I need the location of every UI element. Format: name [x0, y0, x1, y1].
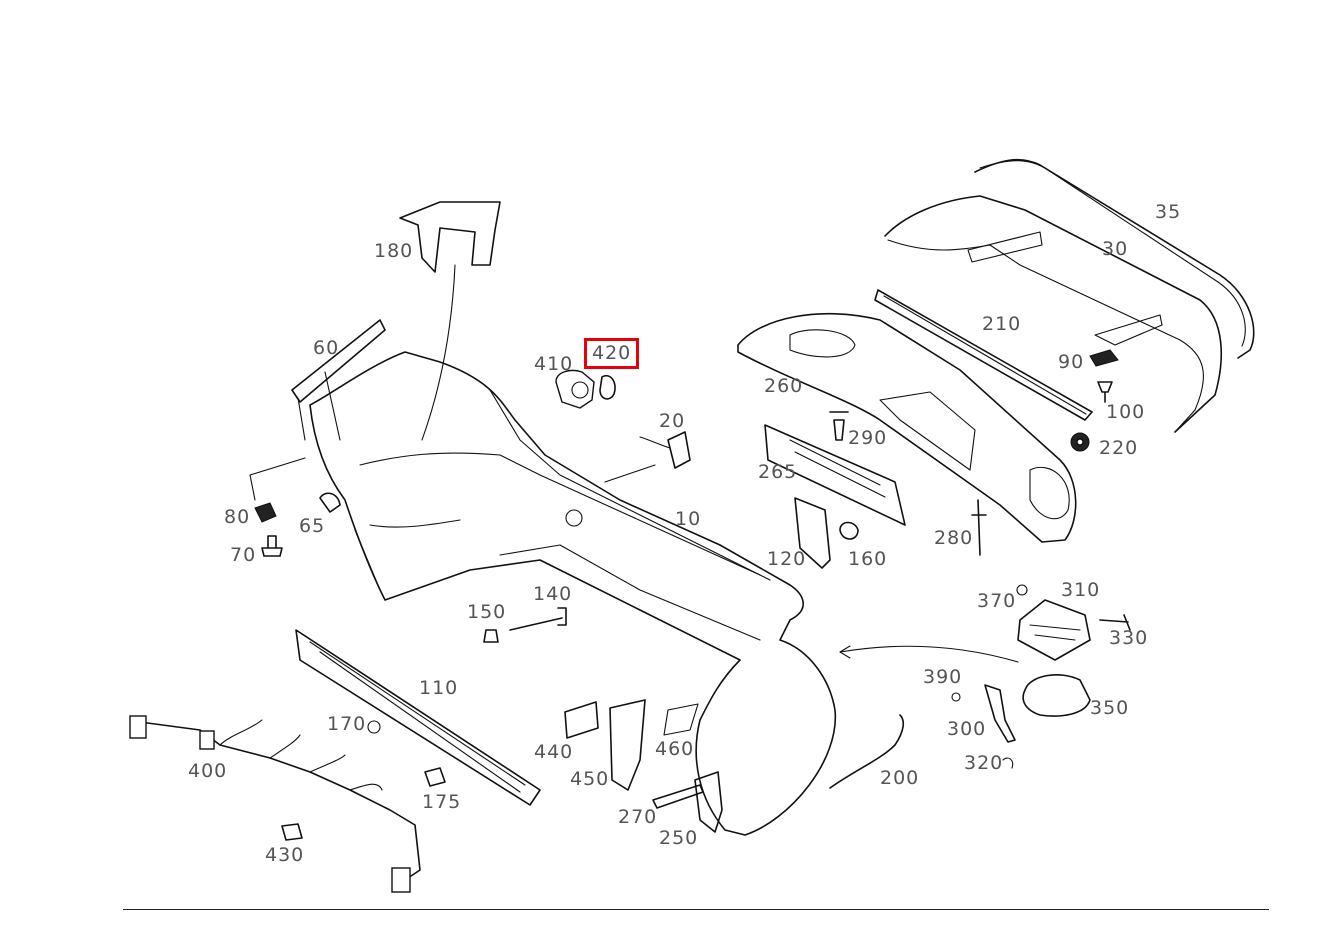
callout-440[interactable]: 440 [534, 741, 574, 763]
callout-20[interactable]: 20 [659, 410, 686, 432]
part-270-strip[interactable] [652, 784, 704, 809]
part-460-clip[interactable] [663, 703, 699, 736]
part-290-clip[interactable] [829, 411, 849, 441]
callout-400[interactable]: 400 [188, 760, 228, 782]
part-170-clip[interactable] [367, 720, 381, 734]
part-110-absorber[interactable] [295, 629, 541, 806]
part-260-diffuser[interactable] [737, 312, 1077, 543]
part-390-clip[interactable] [951, 692, 961, 702]
part-180-bracket[interactable] [399, 201, 501, 441]
callout-220[interactable]: 220 [1099, 437, 1139, 459]
callout-460[interactable]: 460 [655, 738, 695, 760]
callout-270[interactable]: 270 [618, 806, 658, 828]
callout-70[interactable]: 70 [230, 544, 257, 566]
callout-430[interactable]: 430 [265, 844, 305, 866]
part-70-screw[interactable] [261, 535, 283, 557]
callout-260[interactable]: 260 [764, 375, 804, 397]
part-410-sensor[interactable] [555, 369, 595, 409]
part-300-bracket[interactable] [984, 684, 1016, 743]
bottom-divider [123, 909, 1269, 910]
part-450-bracket[interactable] [609, 699, 646, 791]
part-350-cover[interactable] [1022, 674, 1091, 717]
callout-60[interactable]: 60 [313, 337, 340, 359]
callout-410[interactable]: 410 [534, 353, 574, 375]
part-175-clip[interactable] [424, 767, 446, 787]
callout-120[interactable]: 120 [767, 548, 807, 570]
callout-80[interactable]: 80 [224, 506, 251, 528]
callout-35[interactable]: 35 [1155, 201, 1182, 223]
part-210-diffuser-bar[interactable] [874, 289, 1093, 421]
callout-420[interactable]: 420 [583, 338, 640, 369]
callout-300[interactable]: 300 [947, 718, 987, 740]
callout-10[interactable]: 10 [675, 508, 702, 530]
callout-180[interactable]: 180 [374, 240, 414, 262]
part-370-clip[interactable] [1016, 584, 1028, 596]
part-100-screw[interactable] [1097, 381, 1113, 403]
part-250-bracket[interactable] [694, 771, 723, 833]
callout-175[interactable]: 175 [422, 791, 462, 813]
part-30-panel[interactable] [884, 195, 1223, 433]
part-400-wiring-harness[interactable] [129, 715, 421, 893]
callout-350[interactable]: 350 [1090, 697, 1130, 719]
part-200-strip[interactable] [829, 714, 905, 789]
part-65-clip[interactable] [319, 492, 341, 513]
callout-65[interactable]: 65 [299, 515, 326, 537]
callout-170[interactable]: 170 [327, 713, 367, 735]
part-35-trim-strip[interactable] [974, 158, 1255, 359]
callout-90[interactable]: 90 [1058, 351, 1085, 373]
callout-290[interactable]: 290 [848, 427, 888, 449]
part-280-stud[interactable] [971, 499, 987, 556]
part-310-housing[interactable] [1017, 599, 1091, 661]
callout-250[interactable]: 250 [659, 827, 699, 849]
part-440-module[interactable] [564, 701, 599, 739]
part-265-grille[interactable] [764, 424, 906, 526]
part-80-clip[interactable] [249, 457, 306, 523]
callout-320[interactable]: 320 [964, 752, 1004, 774]
part-160-grommet[interactable] [839, 521, 859, 540]
part-120-bracket[interactable] [794, 497, 831, 569]
part-20-cover[interactable] [604, 431, 691, 483]
callout-280[interactable]: 280 [934, 527, 974, 549]
callout-100[interactable]: 100 [1106, 401, 1146, 423]
callout-330[interactable]: 330 [1109, 627, 1149, 649]
arrow-to-bumper [839, 645, 1019, 663]
callout-370[interactable]: 370 [977, 590, 1017, 612]
part-220-nut[interactable] [1070, 432, 1090, 452]
part-430-connector[interactable] [281, 823, 303, 841]
callout-150[interactable]: 150 [467, 601, 507, 623]
part-140-bracket[interactable] [509, 607, 567, 631]
part-330-screw[interactable] [1099, 614, 1131, 631]
callout-210[interactable]: 210 [982, 313, 1022, 335]
part-60-strip[interactable] [291, 319, 386, 441]
part-320-screw[interactable] [1002, 757, 1014, 769]
part-90-nut[interactable] [1089, 349, 1119, 367]
callout-310[interactable]: 310 [1061, 579, 1101, 601]
callout-390[interactable]: 390 [923, 666, 963, 688]
callout-450[interactable]: 450 [570, 768, 610, 790]
callout-30[interactable]: 30 [1102, 238, 1129, 260]
callout-160[interactable]: 160 [848, 548, 888, 570]
callout-265[interactable]: 265 [758, 461, 798, 483]
callout-200[interactable]: 200 [880, 767, 920, 789]
part-420-sensor-ring[interactable] [599, 375, 616, 400]
callout-110[interactable]: 110 [419, 677, 459, 699]
callout-140[interactable]: 140 [533, 583, 573, 605]
part-150-plug[interactable] [483, 629, 499, 643]
part-10-bumper-cover[interactable] [309, 351, 837, 836]
